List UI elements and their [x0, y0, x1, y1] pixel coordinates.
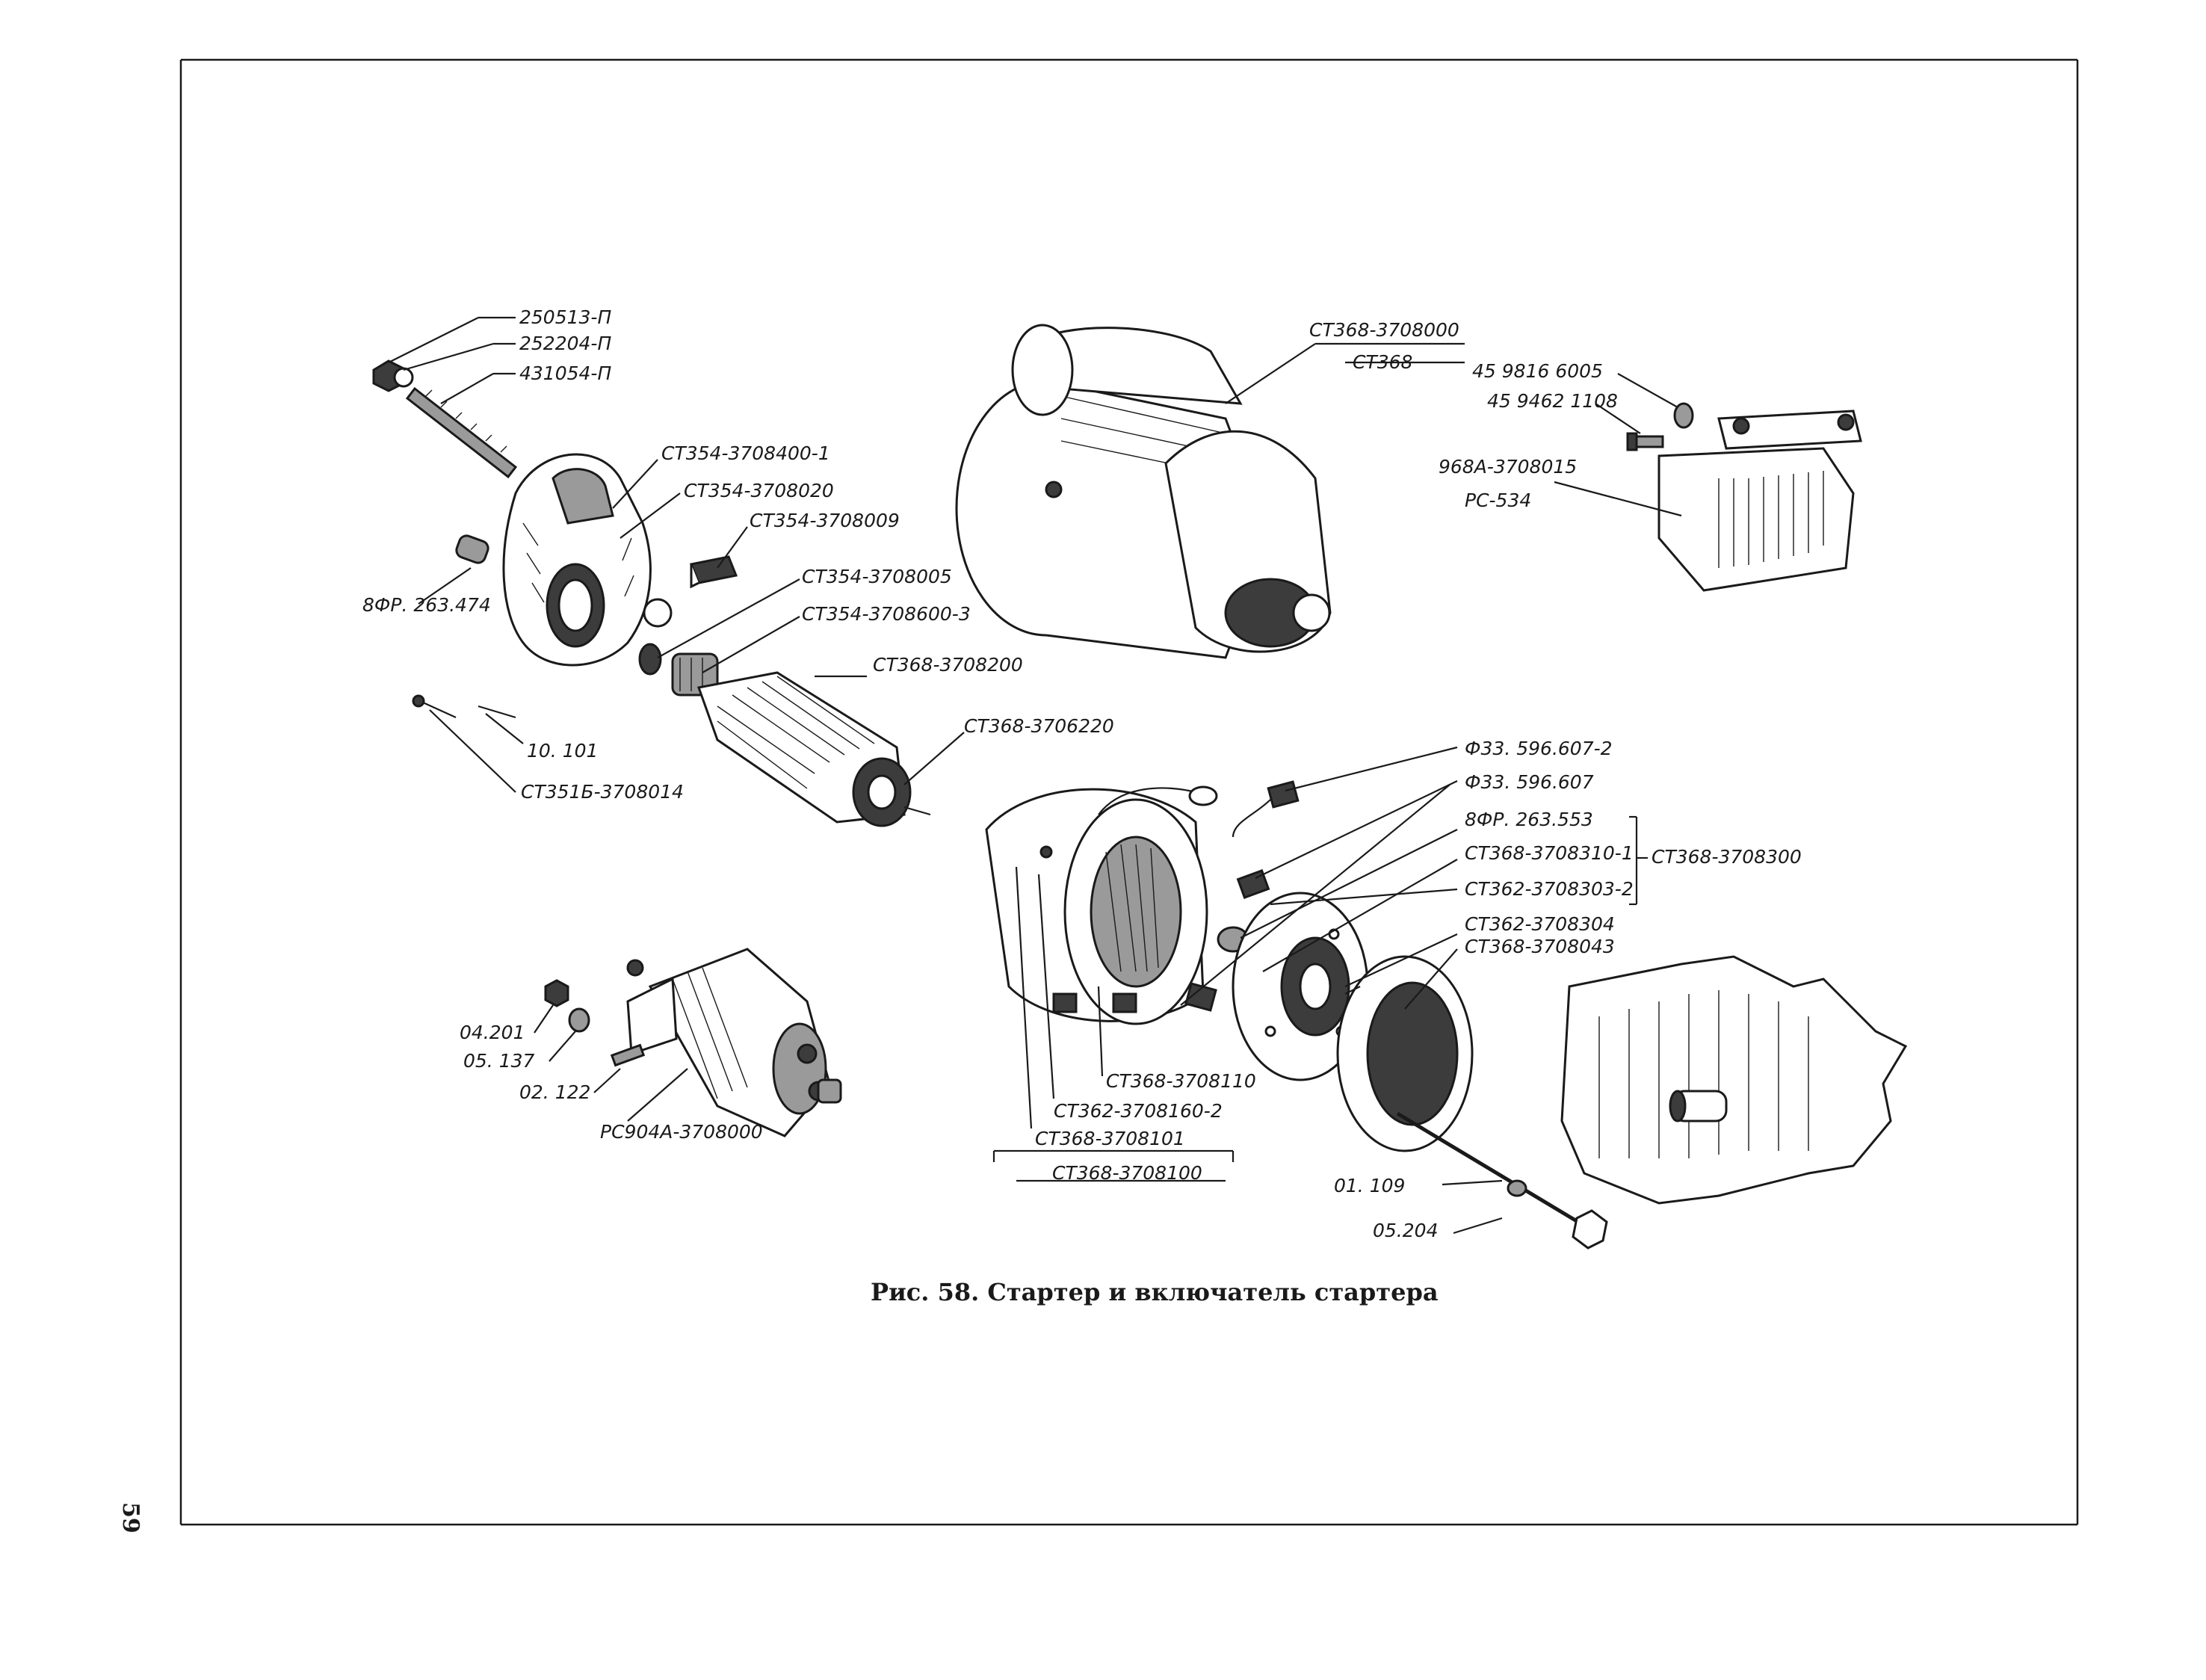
label-nut-04201: 04.201: [460, 1022, 525, 1043]
label-brush-607: Ф33. 596.607: [1465, 771, 1594, 793]
relay-screw-drawing: [1626, 402, 1694, 451]
label-switch-rs904: РС904А-3708000: [600, 1121, 763, 1143]
label-part-3708303: СТ362-3708303-2: [1465, 878, 1634, 900]
stator-housing-drawing: [985, 785, 1218, 1025]
lever-pin-drawing: [412, 694, 516, 719]
label-part-3708005: СТ354-3708005: [802, 566, 952, 587]
label-relay-model: РС-534: [1465, 490, 1531, 511]
label-250513: 250513-П: [519, 306, 611, 328]
long-bolt-drawing: [1396, 1111, 1608, 1250]
starter-assembly-drawing: [955, 324, 1332, 659]
label-shaft-3706220: СТ368-3706220: [964, 715, 1114, 737]
label-252204: 252204-П: [519, 333, 611, 354]
label-drive-3708600: СТ354-3708600-3: [802, 603, 971, 625]
label-washer-05137: 05. 137: [463, 1050, 535, 1072]
relay-drawing: [1657, 410, 1862, 592]
page-number: 59: [117, 1502, 143, 1534]
switch-fasteners-drawing: [544, 979, 646, 1067]
bushing-drawing: [455, 534, 489, 564]
armature-drawing: [696, 671, 931, 827]
label-housing-3708101: СТ368-3708101: [1035, 1128, 1185, 1149]
part-labels: 250513-П 252204-П 431054-П СТ354-3708400…: [362, 306, 1802, 1241]
label-part-3708009: СТ354-3708009: [750, 510, 900, 531]
label-washer-6005: 45 9816 6005: [1472, 360, 1603, 382]
brush-plate-drawing: [1232, 892, 1369, 1081]
brushes-drawing: [1052, 780, 1300, 1013]
page-frame: [179, 58, 2079, 1526]
label-cover-3708043: СТ368-3708043: [1465, 936, 1615, 957]
label-part-3708304: СТ362-3708304: [1465, 913, 1615, 935]
label-brush-607-2: Ф33. 596.607-2: [1465, 738, 1613, 759]
leader-lines: [388, 316, 1682, 1235]
label-relay-3708015: 968А-3708015: [1439, 456, 1577, 478]
label-pin-10101: 10. 101: [527, 740, 598, 762]
label-bushing-263474: 8ФР. 263.474: [362, 594, 491, 616]
label-431054: 431054-П: [519, 362, 611, 384]
label-armature-3708200: СТ368-3708200: [873, 654, 1023, 676]
label-screw-02122: 02. 122: [519, 1081, 590, 1103]
label-assembly-3708300: СТ368-3708300: [1652, 846, 1802, 868]
label-starter-3708000: СТ368-3708000: [1309, 319, 1459, 341]
drive-gear-drawing: [638, 643, 719, 697]
label-pole-3708160: СТ362-3708160-2: [1054, 1100, 1223, 1122]
label-lever-3708014: СТ351Б-3708014: [521, 781, 684, 803]
label-coil-3708110: СТ368-3708110: [1106, 1070, 1256, 1092]
label-stator-3708100: СТ368-3708100: [1052, 1162, 1202, 1184]
engine-drawing: [1560, 955, 1908, 1205]
bolt-assembly-drawing: [372, 359, 518, 479]
label-bolt-01109: 01. 109: [1334, 1175, 1405, 1196]
end-cover-drawing: [502, 453, 673, 667]
label-bushing-263553: 8ФР. 263.553: [1465, 809, 1593, 830]
label-screw-1108: 45 9462 1108: [1487, 390, 1618, 412]
label-cover-3708020: СТ354-3708020: [684, 480, 834, 501]
solenoid-switch-drawing: [626, 948, 842, 1137]
bracket-drawing: [689, 555, 738, 589]
figure-caption: Рис. 58. Стартер и включатель стартера: [871, 1278, 1439, 1306]
label-washer-05204: 05.204: [1373, 1220, 1438, 1241]
label-cover-3708400: СТ354-3708400-1: [661, 442, 830, 464]
label-plate-3708310: СТ368-3708310-1: [1465, 842, 1634, 864]
label-starter-model: СТ368: [1353, 351, 1412, 373]
rear-cover-drawing: [1336, 955, 1474, 1152]
